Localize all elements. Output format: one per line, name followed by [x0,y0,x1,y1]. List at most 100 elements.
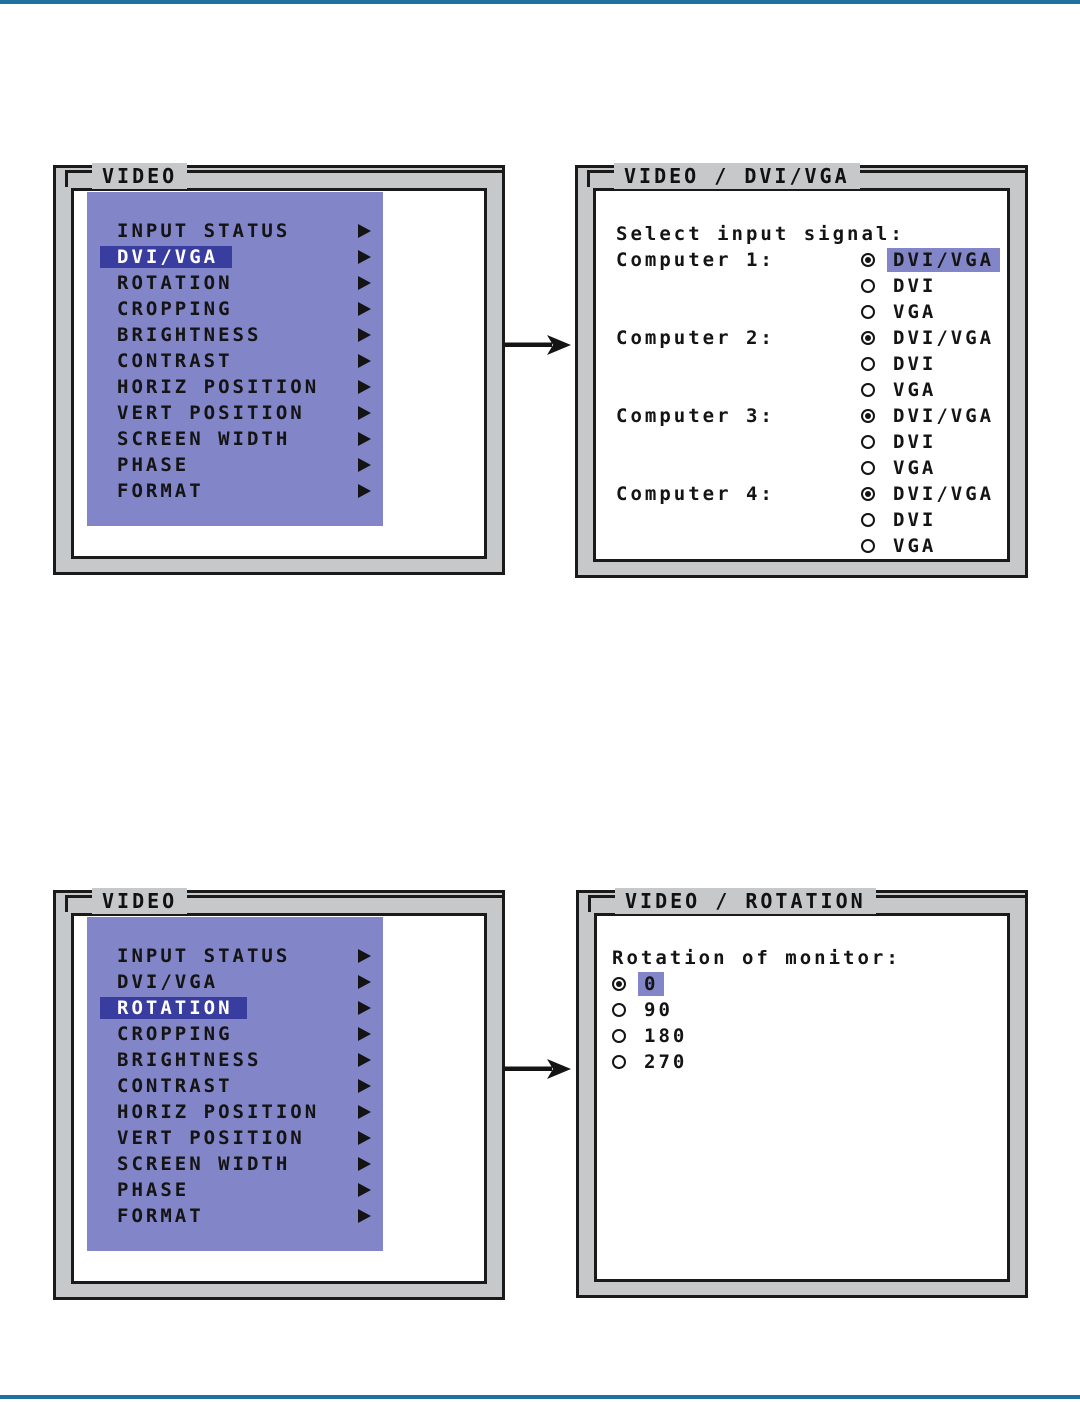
radio-selected-icon[interactable] [861,487,875,501]
radio-row-rotation-270[interactable]: 270 [612,1049,1003,1075]
menu-item-vert-position[interactable]: VERT POSITION [100,1125,383,1151]
radio-row-computer-4-vga[interactable]: VGA [616,533,1003,559]
radio-row-computer-3-dvi[interactable]: DVI [616,429,1003,455]
menu-item-label: HORIZ POSITION [117,1101,320,1123]
radio-selected-icon[interactable] [861,331,875,345]
radio-option-label: 180 [644,1025,688,1047]
radio-row-computer-2-dvi[interactable]: DVI [616,351,1003,377]
menu-item-vert-position[interactable]: VERT POSITION [100,400,383,426]
radio-selected-icon[interactable] [861,409,875,423]
radio-option-label: VGA [893,379,937,401]
menu-item-label: CONTRAST [117,1075,233,1097]
menu-item-screen-width[interactable]: SCREEN WIDTH [100,426,383,452]
panel-title: VIDEO / ROTATION [615,888,876,914]
radio-row-computer-4-dvi-vga[interactable]: Computer 4:DVI/VGA [616,481,1003,507]
menu-item-phase[interactable]: PHASE [100,1177,383,1203]
menu-item-label: CROPPING [117,298,233,320]
menu-item-rotation[interactable]: ROTATION [100,995,383,1021]
submenu-arrow-icon [358,1209,371,1223]
computer-label: Computer 4: [616,483,775,505]
menu-item-label: HORIZ POSITION [117,376,320,398]
menu-item-contrast[interactable]: CONTRAST [100,348,383,374]
radio-unselected-icon[interactable] [861,461,875,475]
menu-item-screen-width[interactable]: SCREEN WIDTH [100,1151,383,1177]
submenu-arrow-icon [358,1183,371,1197]
menu-item-format[interactable]: FORMAT [100,1203,383,1229]
menu-item-format[interactable]: FORMAT [100,478,383,504]
submenu-arrow-icon [358,328,371,342]
menu-item-label: SCREEN WIDTH [117,1153,291,1175]
radio-option-label: DVI/VGA [887,248,1001,272]
submenu-arrow-icon [358,1027,371,1041]
radio-selected-icon[interactable] [612,977,626,991]
menu-item-cropping[interactable]: CROPPING [100,1021,383,1047]
menu-item-cropping[interactable]: CROPPING [100,296,383,322]
menu-item-label: SCREEN WIDTH [117,428,291,450]
computer-label: Computer 3: [616,405,775,427]
menu-item-brightness[interactable]: BRIGHTNESS [100,322,383,348]
radio-unselected-icon[interactable] [861,539,875,553]
menu-item-brightness[interactable]: BRIGHTNESS [100,1047,383,1073]
radio-row-rotation-90[interactable]: 90 [612,997,1003,1023]
pane-heading: Select input signal: [616,223,905,245]
radio-unselected-icon[interactable] [861,305,875,319]
submenu-arrow-icon [358,354,371,368]
flow-arrow [505,333,571,357]
menu-item-label: VERT POSITION [117,1127,305,1149]
menu-item-rotation[interactable]: ROTATION [100,270,383,296]
radio-unselected-icon[interactable] [861,383,875,397]
submenu-arrow-icon [358,406,371,420]
menu-item-horiz-position[interactable]: HORIZ POSITION [100,1099,383,1125]
radio-row-computer-1-vga[interactable]: VGA [616,299,1003,325]
radio-selected-icon[interactable] [861,253,875,267]
menu-item-input-status[interactable]: INPUT STATUS [100,943,383,969]
radio-row-rotation-180[interactable]: 180 [612,1023,1003,1049]
flow-arrow [505,1057,571,1081]
menu-item-label: PHASE [117,454,190,476]
menu-item-contrast[interactable]: CONTRAST [100,1073,383,1099]
radio-unselected-icon[interactable] [861,357,875,371]
panel-title: VIDEO [92,163,188,189]
radio-row-computer-1-dvi-vga[interactable]: Computer 1:DVI/VGA [616,247,1003,273]
radio-row-computer-3-vga[interactable]: VGA [616,455,1003,481]
menu-item-input-status[interactable]: INPUT STATUS [100,218,383,244]
menu-item-dvi-vga[interactable]: DVI/VGA [100,244,383,270]
menu-item-horiz-position[interactable]: HORIZ POSITION [100,374,383,400]
menu-item-label: FORMAT [117,480,204,502]
radio-row-rotation-0[interactable]: 0 [612,971,1003,997]
radio-unselected-icon[interactable] [612,1029,626,1043]
submenu-arrow-icon [358,458,371,472]
menu-item-label: CROPPING [117,1023,233,1045]
radio-row-computer-3-dvi-vga[interactable]: Computer 3:DVI/VGA [616,403,1003,429]
radio-option-label: DVI [893,353,937,375]
radio-option-label: VGA [893,301,937,323]
pane-heading: Rotation of monitor: [612,947,901,969]
radio-row-computer-2-vga[interactable]: VGA [616,377,1003,403]
menu-item-dvi-vga[interactable]: DVI/VGA [100,969,383,995]
radio-unselected-icon[interactable] [861,513,875,527]
radio-option-label: DVI [893,275,937,297]
menu-item-label: BRIGHTNESS [117,324,262,346]
radio-row-computer-1-dvi[interactable]: DVI [616,273,1003,299]
radio-option-label: 270 [644,1051,688,1073]
radio-row-computer-2-dvi-vga[interactable]: Computer 2:DVI/VGA [616,325,1003,351]
menu-item-label: BRIGHTNESS [117,1049,262,1071]
radio-unselected-icon[interactable] [612,1055,626,1069]
submenu-arrow-icon [358,1105,371,1119]
radio-row-computer-4-dvi[interactable]: DVI [616,507,1003,533]
radio-unselected-icon[interactable] [612,1003,626,1017]
menu-item-label: DVI/VGA [117,971,219,993]
radio-option-label: 90 [644,999,673,1021]
menu-item-label: VERT POSITION [117,402,305,424]
menu-item-phase[interactable]: PHASE [100,452,383,478]
radio-unselected-icon[interactable] [861,279,875,293]
radio-unselected-icon[interactable] [861,435,875,449]
submenu-arrow-icon [358,949,371,963]
